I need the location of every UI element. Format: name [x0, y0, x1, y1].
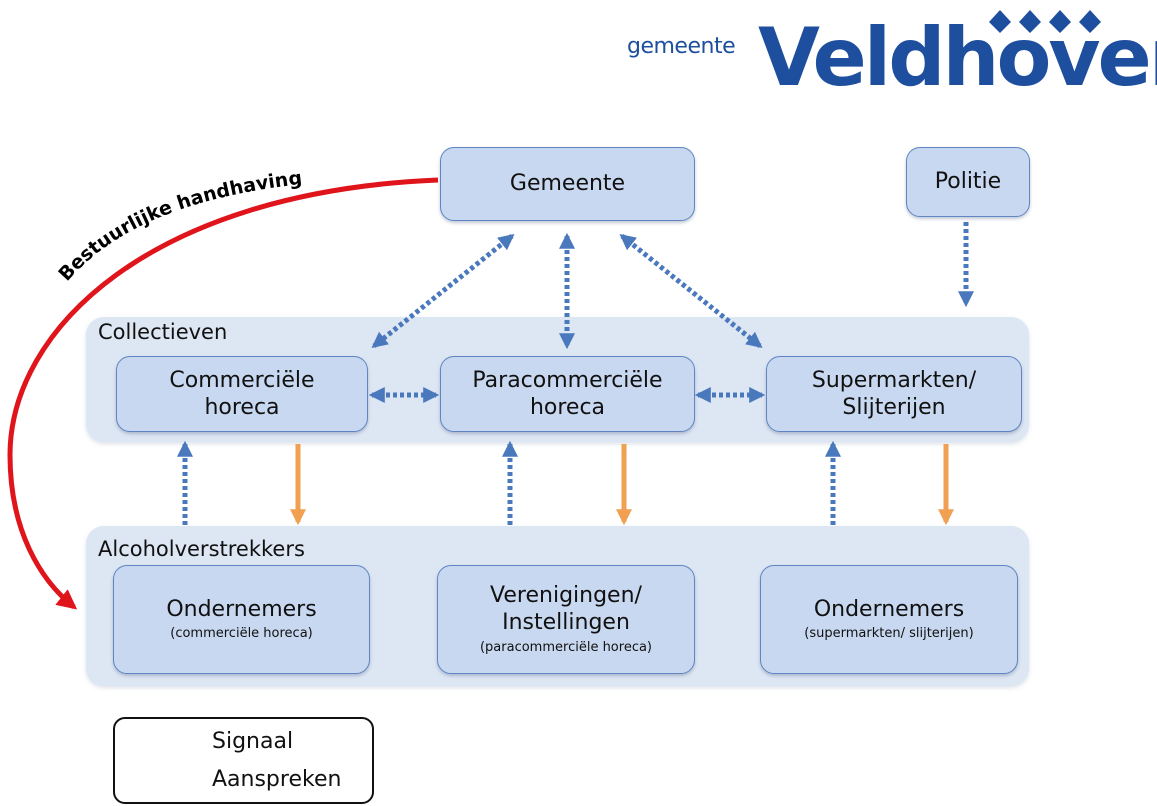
node-paracommerciele-horeca-line1: Paracommerciële — [472, 367, 663, 393]
handhaving-curve — [7, 177, 439, 610]
group-label-alcoholverstrekkers: Alcoholverstrekkers — [98, 537, 305, 561]
node-politie: Politie — [906, 147, 1030, 217]
legend-aanspreken-label: Aanspreken — [212, 767, 342, 792]
signal-gemeente-supermarkten — [619, 234, 763, 348]
node-ondernemers-supermarkten-sub: (supermarkten/ slijterijen) — [804, 626, 974, 642]
node-ondernemers-horeca-sub: (commerciële horeca) — [170, 626, 313, 642]
legend-signaal-label: Signaal — [212, 729, 294, 754]
node-supermarkten-line2: Slijterijen — [842, 395, 946, 420]
group-label-collectieven: Collectieven — [98, 320, 228, 344]
node-gemeente-label: Gemeente — [509, 171, 626, 197]
node-commerciele-horeca-line1: Commerciële — [169, 367, 315, 393]
node-ondernemers-supermarkten-line1: Ondernemers — [813, 596, 965, 622]
node-paracommerciele-horeca-line2: horeca — [529, 395, 606, 420]
node-verenigingen: Verenigingen/ Instellingen (paracommerci… — [437, 565, 695, 674]
logo-gemeente-text: gemeente — [627, 34, 736, 59]
node-politie-label: Politie — [934, 169, 1002, 195]
logo-diamond-1 — [989, 10, 1011, 33]
node-ondernemers-supermarkten: Ondernemers (supermarkten/ slijterijen) — [760, 565, 1018, 674]
node-commerciele-horeca-line2: horeca — [204, 395, 280, 420]
node-supermarkten-line1: Supermarkten/ — [811, 367, 977, 393]
node-ondernemers-horeca: Ondernemers (commerciële horeca) — [113, 565, 370, 674]
logo-diamond-2 — [1019, 10, 1041, 33]
node-commerciele-horeca: Commerciële horeca — [116, 356, 368, 432]
node-paracommerciele-horeca: Paracommerciële horeca — [440, 356, 695, 432]
logo-diamond-3 — [1049, 10, 1071, 33]
handhaving-label: Bestuurlijke handhaving — [54, 167, 303, 285]
logo-diamond-4 — [1079, 10, 1101, 33]
node-verenigingen-line2: Instellingen — [502, 610, 630, 636]
node-verenigingen-line1: Verenigingen/ — [490, 582, 642, 608]
node-verenigingen-sub: (paracommerciële horeca) — [479, 639, 653, 655]
legend — [113, 717, 374, 804]
node-gemeente: Gemeente — [440, 147, 695, 221]
node-ondernemers-horeca-line1: Ondernemers — [166, 596, 317, 622]
signal-gemeente-commerciele — [371, 234, 515, 348]
node-supermarkten: Supermarkten/ Slijterijen — [766, 356, 1022, 432]
